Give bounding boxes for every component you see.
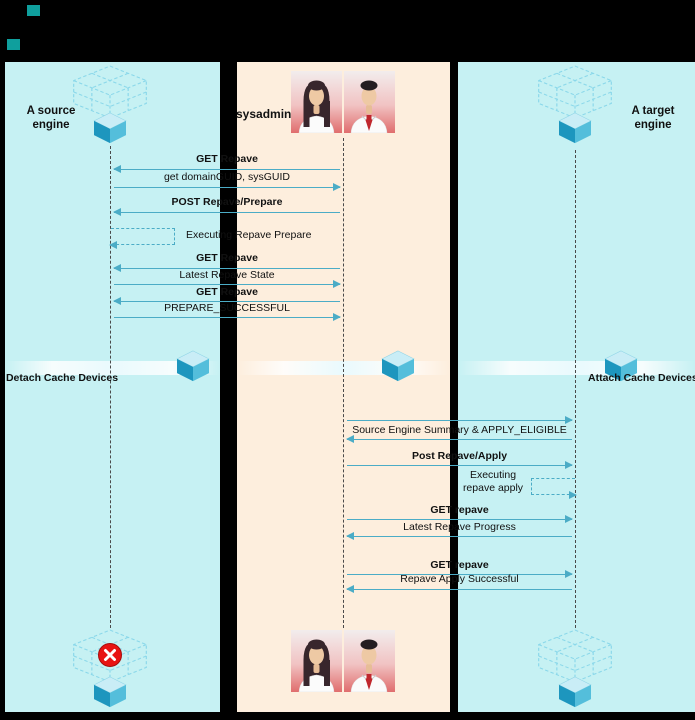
target-engine-title-line2: engine	[634, 119, 672, 131]
message-label-get-repave-4: GET repave	[430, 504, 489, 516]
self-loop-executing-apply	[531, 478, 577, 499]
message-arrow-get-repave-2	[113, 263, 340, 272]
target-engine-title: A target engine	[617, 104, 689, 132]
source-engine-title-line2: engine	[32, 119, 70, 131]
message-label-latest-repave-state: Latest Repave State	[179, 269, 275, 281]
message-label-source-engine-summary: Source Engine Summary & APPLY_ELIGIBLE	[352, 424, 567, 436]
sysadmin-title: sysadmin	[236, 107, 292, 121]
target-engine-final-cube-icon	[558, 676, 592, 708]
message-arrow-get-repave-5	[347, 569, 573, 578]
message-arrow-latest-repave-state	[114, 279, 341, 288]
message-label-prepare-successful: PREPARE_SUCCESSFUL	[164, 302, 290, 314]
lane-source-engine	[5, 62, 220, 712]
message-label-get-repave-1: GET Repave	[196, 153, 258, 165]
message-label-latest-repave-progress: Latest Repave Progress	[403, 521, 516, 533]
glow-band-source	[5, 361, 220, 375]
lifeline-sysadmin	[343, 138, 344, 628]
message-arrow-post-repave-apply	[347, 460, 573, 469]
message-arrow-get-repave-3	[113, 296, 340, 305]
label-executing-repave-prepare: Executing Repave Prepare	[186, 229, 312, 241]
message-arrow-repave-apply-successful	[346, 584, 572, 593]
source-engine-title-line1: A source	[26, 105, 76, 117]
sysadmin-avatars-bottom-image	[291, 630, 395, 692]
attach-cache-devices-label: Attach Cache Devices	[588, 372, 695, 384]
lifeline-source	[110, 146, 111, 628]
message-label-get-repave-3: GET Repave	[196, 286, 258, 298]
lifeline-target	[575, 150, 576, 628]
error-x-icon	[97, 642, 123, 668]
message-arrow-post-repave-prepare	[113, 207, 340, 216]
message-arrow-get-repave-1	[113, 164, 340, 173]
label-executing-repave-apply: Executing repave apply	[455, 469, 531, 494]
label-executing-repave-apply-line2: repave apply	[462, 481, 524, 494]
lane-target-engine	[458, 62, 695, 712]
message-label-get-repave-5: GET repave	[430, 559, 489, 571]
self-loop-executing-prepare	[109, 228, 175, 249]
message-arrow-domainguid	[114, 182, 341, 191]
detach-cache-devices-label: Detach Cache Devices	[5, 372, 119, 384]
label-executing-repave-apply-line1: Executing	[469, 469, 517, 481]
target-engine-cube-icon	[558, 112, 592, 144]
message-label-domainguid: get domainGUID, sysGUID	[163, 171, 291, 183]
message-label-repave-apply-successful: Repave Apply Successful	[400, 573, 519, 585]
message-arrow-source-engine-summary	[346, 434, 572, 443]
message-arrow-get-repave-4	[347, 514, 573, 523]
source-engine-final-cube-icon	[93, 676, 127, 708]
target-engine-title-line1: A target	[631, 105, 675, 117]
message-label-get-repave-2: GET Repave	[196, 252, 258, 264]
message-arrow-latest-repave-progress	[346, 531, 572, 540]
cache-device-cube-source-icon	[176, 350, 210, 382]
message-arrow-summary-request	[347, 415, 573, 424]
source-engine-cube-icon	[93, 112, 127, 144]
decor-square-1	[27, 5, 40, 16]
cache-device-cube-sysadmin-icon	[381, 350, 415, 382]
message-arrow-prepare-successful	[114, 312, 341, 321]
decor-square-2	[7, 39, 20, 50]
source-engine-title: A source engine	[18, 104, 84, 132]
message-label-post-repave-prepare: POST Repave/Prepare	[171, 196, 283, 208]
sysadmin-avatars-image	[291, 71, 395, 133]
message-label-post-repave-apply: Post Repave/Apply	[411, 450, 508, 462]
